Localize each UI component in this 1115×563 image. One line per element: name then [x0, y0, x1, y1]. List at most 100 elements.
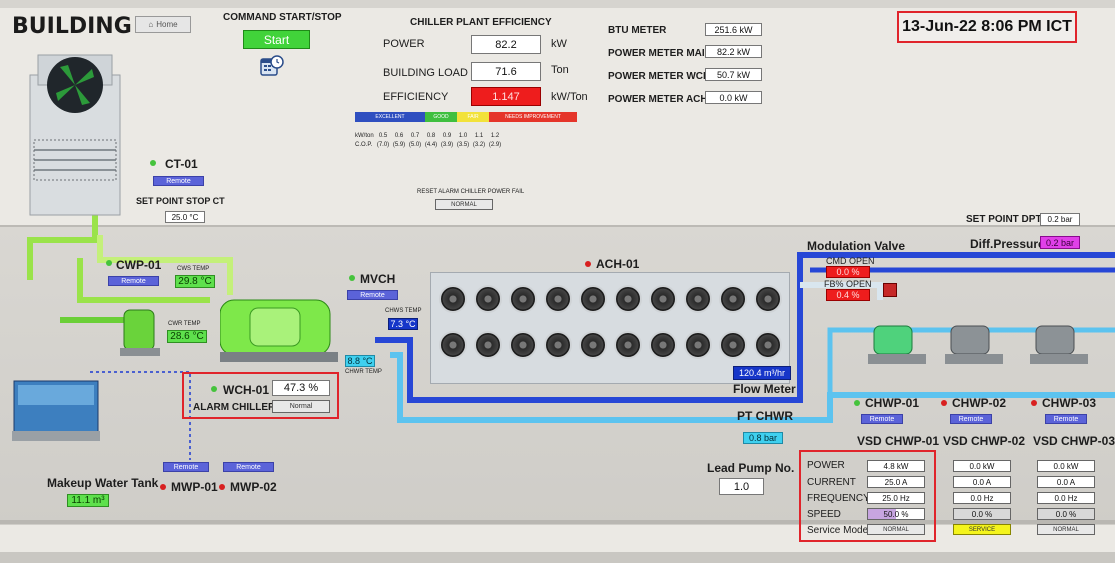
mvch-mode-button[interactable]: Remote: [347, 290, 398, 300]
pt-chwr-value: 0.8 bar: [743, 432, 783, 444]
fan-icon: [719, 331, 747, 359]
wch01-name: WCH-01: [223, 383, 270, 397]
water-cooled-chiller-graphic: [219, 290, 340, 365]
chws-temp-label: CHWS TEMP: [385, 308, 422, 314]
fan-icon: [579, 331, 607, 359]
cwp01-status-dot: [106, 260, 112, 266]
scale-kw-label: kW/ton: [355, 133, 374, 139]
chwp01-status-dot: [854, 400, 860, 406]
vsd-frequency-label: FREQUENCY: [807, 493, 870, 504]
home-icon: ⌂: [148, 20, 154, 29]
fan-icon: [649, 331, 677, 359]
efficiency-unit: kW/Ton: [551, 91, 588, 103]
cwp01-mode-button[interactable]: Remote: [108, 276, 159, 286]
air-cooled-chiller-graphic: [430, 272, 790, 384]
setpoint-dpt-label: SET POINT DPT: [966, 214, 1042, 225]
scale-cop-value: (2.9): [488, 142, 502, 148]
chwp02-mode-button[interactable]: Remote: [950, 414, 992, 424]
scale-kw-value: 1.0: [458, 133, 468, 139]
vsd3-current: 0.0 A: [1037, 476, 1095, 488]
chwr-temp-value: 8.8 °C: [345, 355, 375, 367]
scale-band-3: NEEDS IMPROVEMENT: [489, 112, 577, 122]
scale-cop-value: (3.5): [456, 142, 470, 148]
lead-pump-value[interactable]: 1.0: [719, 478, 764, 495]
power-meter-wch-label: POWER METER WCH: [608, 71, 711, 82]
vsd3-service-mode[interactable]: NORMAL: [1037, 524, 1095, 535]
vsd2-service-mode[interactable]: SERVICE: [953, 524, 1011, 535]
fan-icon: [579, 285, 607, 313]
vsd2-speed: 0.0 %: [953, 508, 1011, 520]
btu-meter-value: 251.6 kW: [705, 23, 762, 36]
mwp01-mode-button[interactable]: Remote: [163, 462, 209, 472]
ct01-setpoint-value[interactable]: 25.0 °C: [165, 211, 205, 223]
cws-temp-label: CWS TEMP: [177, 266, 210, 272]
building-load-unit: Ton: [551, 64, 569, 76]
fan-icon: [649, 285, 677, 313]
fan-icon: [684, 331, 712, 359]
ct01-status-dot: [150, 160, 156, 166]
datetime-display: 13-Jun-22 8:06 PM ICT: [897, 11, 1077, 43]
chwp03-status-dot: [1031, 400, 1037, 406]
valve-icon: [883, 283, 897, 297]
setpoint-dpt-value[interactable]: 0.2 bar: [1040, 213, 1080, 226]
ct01-mode-button[interactable]: Remote: [153, 176, 204, 186]
vsd1-frequency: 25.0 Hz: [867, 492, 925, 504]
btu-meter-label: BTU METER: [608, 25, 667, 36]
fan-icon: [684, 285, 712, 313]
mwp02-name: MWP-02: [230, 480, 277, 494]
chwp02-pump-graphic: [945, 318, 1005, 373]
chwp03-mode-button[interactable]: Remote: [1045, 414, 1087, 424]
makeup-tank-label: Makeup Water Tank: [47, 476, 159, 490]
fan-icon: [754, 285, 782, 313]
vsd-service-mode-label: Service Mode: [807, 525, 869, 536]
chwp03-name: CHWP-03: [1042, 396, 1097, 410]
ach01-name: ACH-01: [596, 257, 640, 271]
scale-cop-value: (4.4): [424, 142, 438, 148]
vsd1-power: 4.8 kW: [867, 460, 925, 472]
vsd-speed-label: SPEED: [807, 509, 841, 520]
start-button[interactable]: Start: [243, 30, 310, 49]
vsd1-service-mode[interactable]: NORMAL: [867, 524, 925, 535]
fan-icon: [439, 331, 467, 359]
scale-cop-value: (3.2): [472, 142, 486, 148]
wch01-highlight: [182, 372, 339, 419]
cmd-open-value[interactable]: 0.0 %: [826, 266, 870, 278]
scale-kw-value: 0.7: [410, 133, 420, 139]
fb-open-value: 0.4 %: [826, 289, 870, 301]
chwp01-mode-button[interactable]: Remote: [861, 414, 903, 424]
diff-pressure-label: Diff.Pressure: [970, 237, 1045, 251]
scale-kw-value: 1.2: [490, 133, 500, 139]
wch01-status-dot: [211, 386, 217, 392]
cooling-tower-graphic: [20, 45, 130, 225]
fan-icon: [754, 331, 782, 359]
vsd-chwp01-highlight: [799, 450, 936, 542]
mwp02-mode-button[interactable]: Remote: [223, 462, 274, 472]
flow-meter-value: 120.4 m³/hr: [733, 366, 791, 380]
power-meter-ach-value: 0.0 kW: [705, 91, 762, 104]
condenser-pump-graphic: [120, 300, 160, 360]
alarm-chiller-value: Normal: [272, 400, 330, 413]
calendar-schedule-icon[interactable]: [260, 55, 284, 77]
fan-icon: [474, 331, 502, 359]
scale-kw-value: 0.8: [426, 133, 436, 139]
power-meter-main-label: POWER METER MAIN: [608, 48, 712, 59]
cmd-open-label: CMD OPEN: [826, 256, 875, 266]
chwp01-pump-graphic: [868, 318, 928, 373]
mwp01-name: MWP-01: [171, 480, 218, 494]
vsd-chwp03-title: VSD CHWP-03: [1033, 434, 1115, 448]
scale-cop-label: C.O.P.: [355, 142, 373, 148]
efficiency-value: 1.147: [471, 87, 541, 106]
window-top-border: [0, 0, 1115, 8]
reset-alarm-button[interactable]: NORMAL: [435, 199, 493, 210]
mwp02-status-dot: [219, 484, 225, 490]
home-button[interactable]: ⌂ Home: [135, 16, 191, 33]
power-label: POWER: [383, 38, 425, 50]
fan-icon: [509, 331, 537, 359]
vsd-chwp02-title: VSD CHWP-02: [943, 434, 1026, 448]
vsd3-power: 0.0 kW: [1037, 460, 1095, 472]
chwr-temp-label: CHWR TEMP: [345, 369, 382, 375]
makeup-water-tank-graphic: [12, 375, 100, 445]
scale-band-0: EXCELLENT: [355, 112, 425, 122]
